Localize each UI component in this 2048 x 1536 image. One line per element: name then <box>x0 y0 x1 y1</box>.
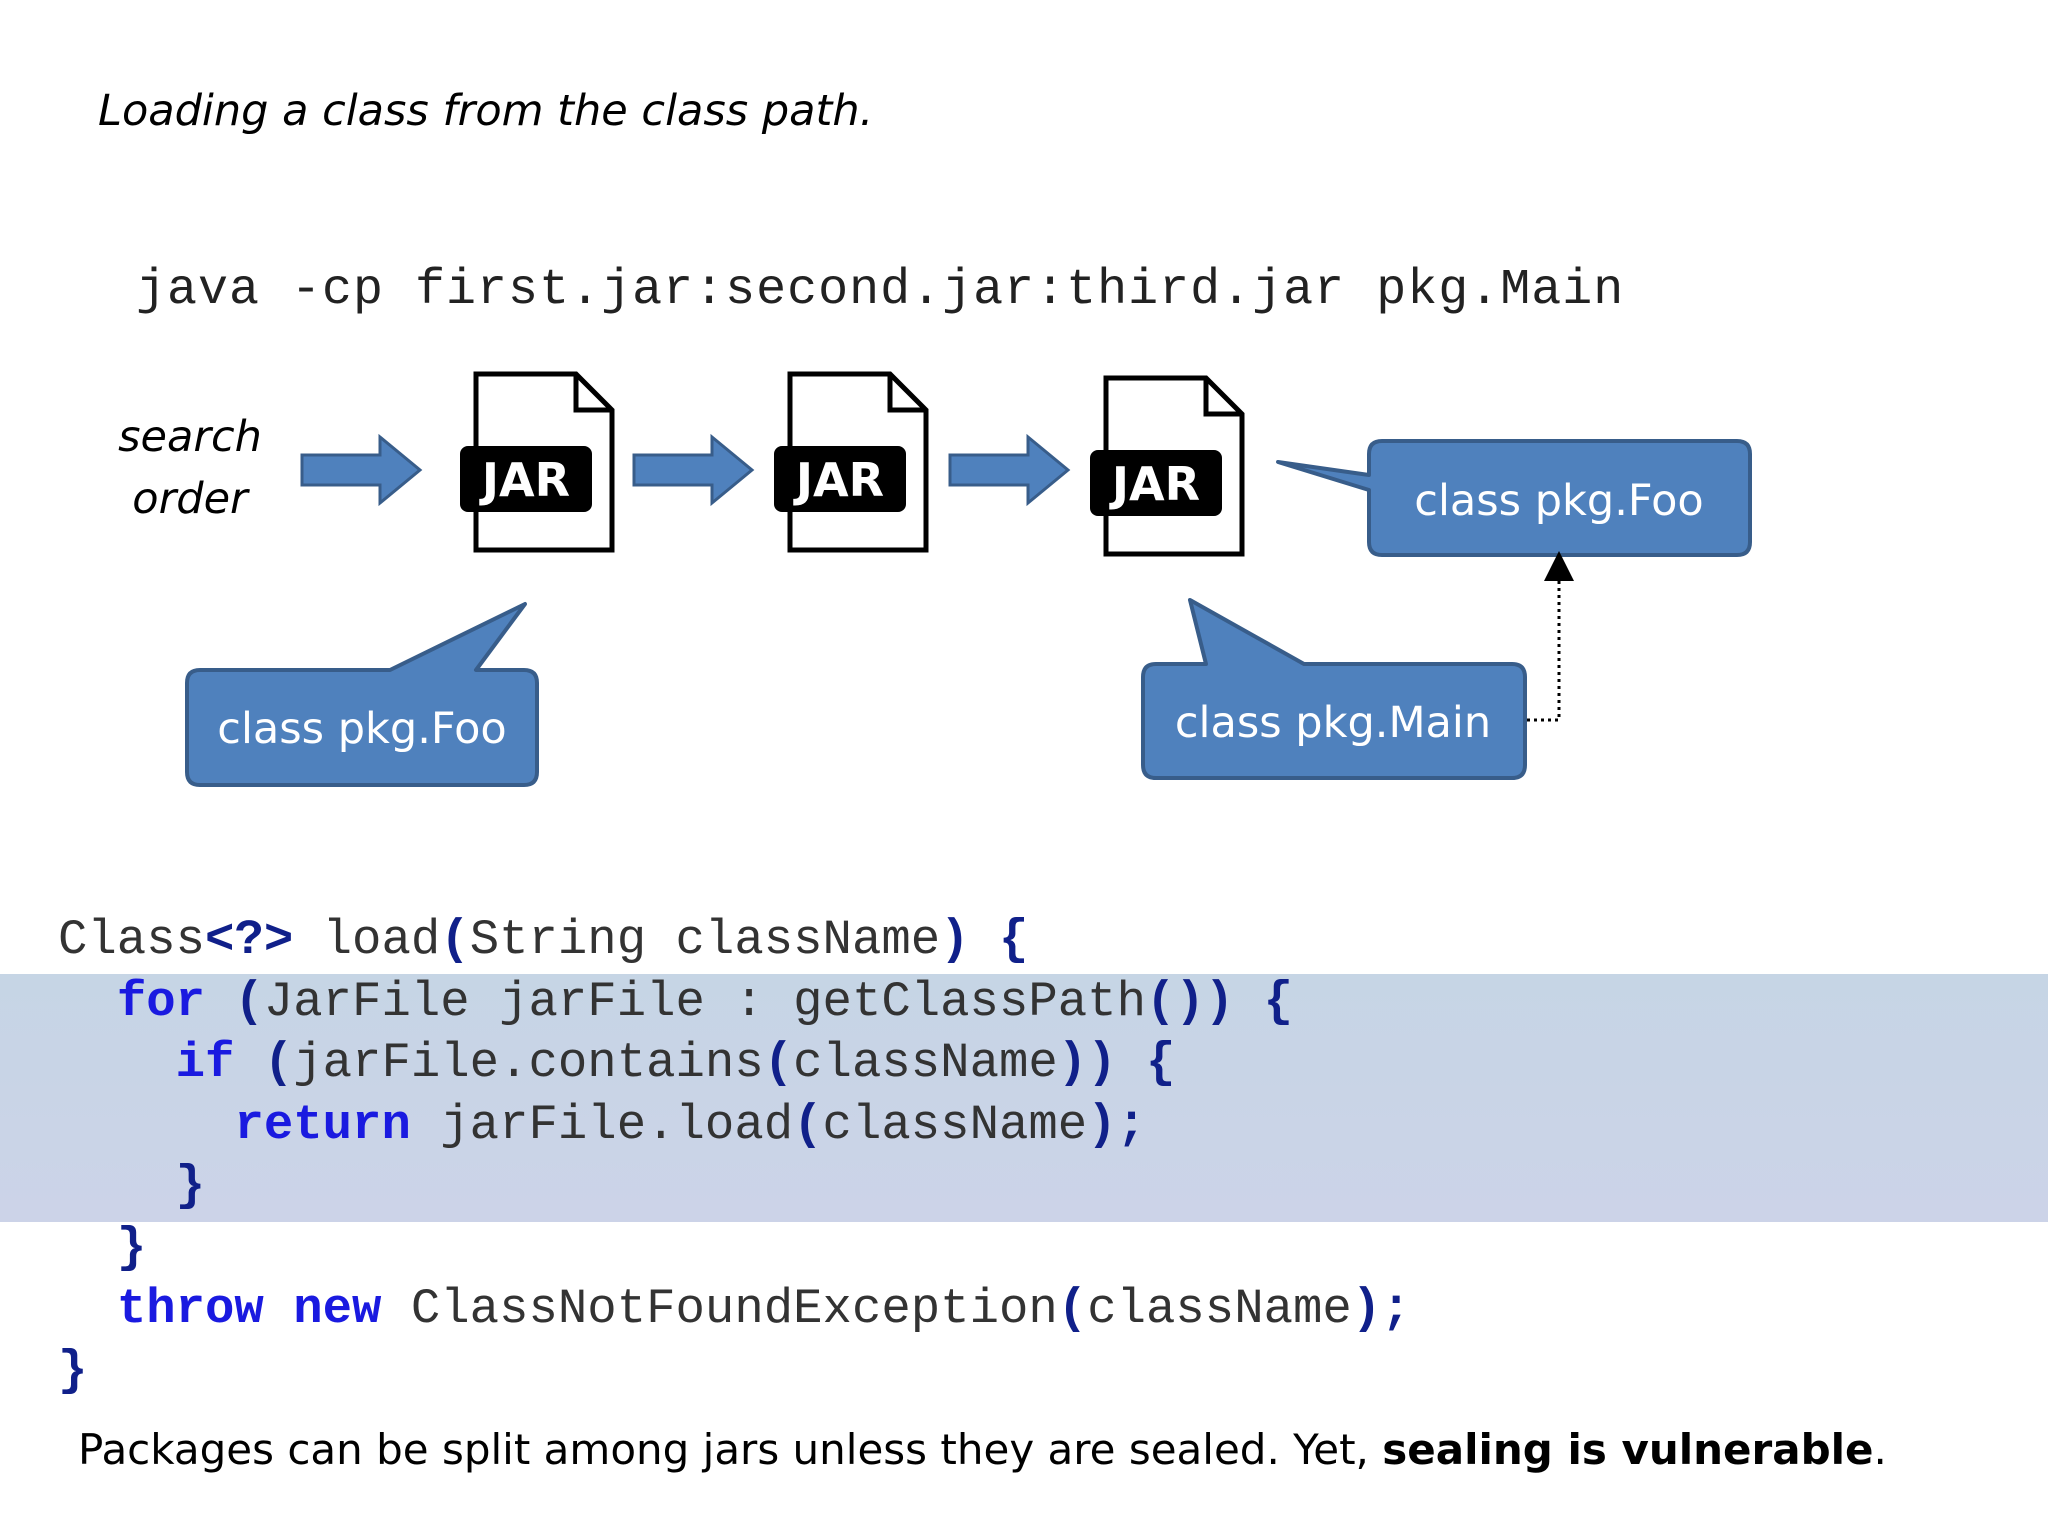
jar-label-third: JAR <box>1109 457 1200 511</box>
code-token: ( <box>763 1035 794 1091</box>
code-token: ) <box>940 912 970 968</box>
code-token <box>234 1035 263 1091</box>
code-token: ); <box>1087 1096 1147 1153</box>
jar-file-icon-first: JAR <box>460 371 615 553</box>
code-token: Class <box>58 912 206 968</box>
code-token: } <box>116 1219 147 1276</box>
code-token: load <box>293 912 441 968</box>
code-token: ( <box>440 912 470 968</box>
code-line-6: } <box>58 1218 1411 1280</box>
code-line-4: return jarFile.load(className); <box>58 1095 1411 1157</box>
code-token: ); <box>1351 1281 1411 1337</box>
footer-bold-text: sealing is vulnerable <box>1382 1425 1874 1474</box>
callout-left-text: class pkg.Foo <box>217 704 506 754</box>
jar-label-second: JAR <box>793 453 884 507</box>
code-line-8: } <box>58 1341 1411 1403</box>
code-token: jarFile.contains <box>293 1035 764 1091</box>
callout-right-bottom-pkg-main: class pkg.Main <box>1141 598 1527 780</box>
callout-right-top-pkg-foo: class pkg.Foo <box>1276 439 1752 557</box>
footer-note: Packages can be split among jars unless … <box>78 1425 1887 1474</box>
code-line-3: if (jarFile.contains(className)) { <box>58 1033 1411 1095</box>
code-token: <?> <box>205 912 294 968</box>
code-indent <box>58 974 117 1030</box>
code-keyword: new <box>293 1281 382 1337</box>
callout-left-pkg-foo: class pkg.Foo <box>185 602 539 787</box>
code-token: )) <box>1057 1035 1117 1091</box>
code-token: } <box>175 1158 206 1214</box>
code-token: String className <box>469 912 941 968</box>
code-token: { <box>969 912 1029 968</box>
code-token <box>205 974 234 1030</box>
code-token: jarFile.load <box>410 1096 794 1153</box>
loop-highlight-band <box>0 974 2048 1222</box>
classpath-diagram: JAR JAR JAR class pkg.Foo class pkg.Foo … <box>185 371 1752 787</box>
code-token: ClassNotFoundException <box>381 1281 1058 1337</box>
code-keyword: return <box>234 1096 411 1153</box>
code-token: { <box>1234 973 1294 1030</box>
jar-file-icon-third: JAR <box>1090 375 1245 557</box>
code-token: ( <box>793 1096 823 1153</box>
code-indent <box>58 1035 176 1091</box>
code-keyword: throw <box>116 1281 264 1337</box>
code-token <box>264 1281 293 1337</box>
code-indent <box>58 1097 234 1153</box>
code-line-2: for (JarFile jarFile : getClassPath()) { <box>58 972 1411 1034</box>
code-token: { <box>1116 1035 1176 1091</box>
jar-file-icon-second: JAR <box>774 371 929 553</box>
code-token: className <box>793 1035 1058 1091</box>
code-keyword: for <box>116 973 206 1030</box>
callout-right-bottom-text: class pkg.Main <box>1175 698 1491 748</box>
search-arrow-2 <box>632 433 755 507</box>
code-indent <box>58 1220 117 1276</box>
search-order-line-2: order <box>132 474 248 524</box>
java-command: java -cp first.jar:second.jar:third.jar … <box>136 262 1625 319</box>
slide-title: Loading a class from the class path. <box>98 86 874 136</box>
dotted-connector-arrow <box>1527 551 1574 722</box>
code-token: className <box>1087 1281 1352 1337</box>
search-order-line-1: search <box>118 412 262 462</box>
code-block: Class<?> load(String className) { for (J… <box>58 910 1411 1402</box>
code-keyword: if <box>175 1035 235 1091</box>
code-token: ( <box>263 1035 294 1091</box>
search-arrow-1 <box>300 433 423 507</box>
code-indent <box>58 1158 176 1214</box>
callout-right-top-text: class pkg.Foo <box>1414 476 1703 526</box>
footer-plain-text: Packages can be split among jars unless … <box>78 1425 1383 1474</box>
code-token: JarFile jarFile : getClassPath <box>263 973 1146 1030</box>
code-line-1: Class<?> load(String className) { <box>58 910 1411 972</box>
code-token: ()) <box>1146 973 1235 1030</box>
code-token: ( <box>234 973 264 1030</box>
code-token: className <box>822 1096 1088 1153</box>
search-arrow-3 <box>948 433 1071 507</box>
code-token: ( <box>1057 1281 1088 1337</box>
code-token: } <box>58 1342 88 1399</box>
jar-label-first: JAR <box>479 453 570 507</box>
code-line-7: throw new ClassNotFoundException(classNa… <box>58 1279 1411 1341</box>
footer-end-text: . <box>1873 1425 1887 1474</box>
code-line-5: } <box>58 1156 1411 1218</box>
code-indent <box>58 1281 117 1337</box>
search-order-label: search order <box>100 406 280 530</box>
